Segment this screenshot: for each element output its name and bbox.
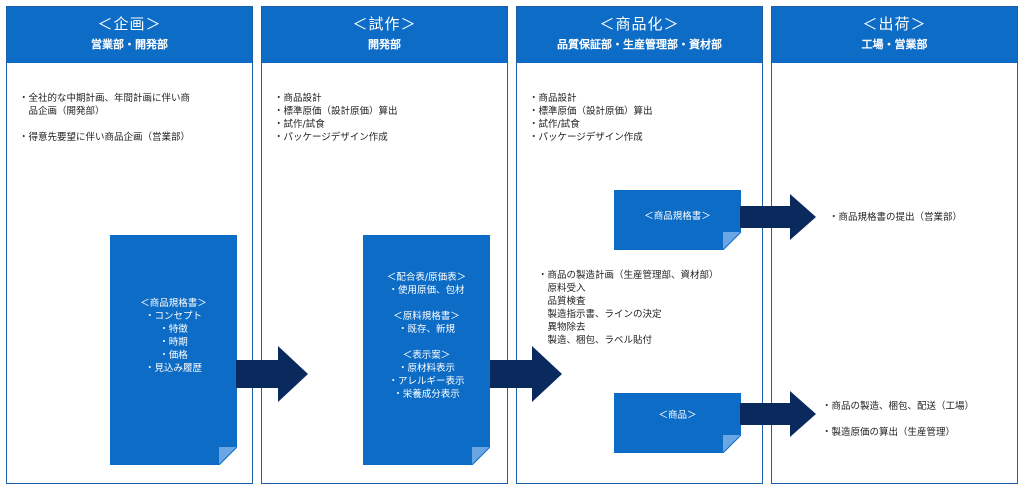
doc-trial-sheets: ＜配合表/原価表＞ ・使用原価、包材 ＜原料規格書＞ ・既存、新規 ＜表示案＞ … [363,235,490,465]
arrow-trial-to-commercialization-icon [490,346,562,402]
column-header-trial: ＜試作＞ 開発部 [262,7,507,63]
doc-fold-icon [472,447,490,465]
doc-product-spec-planning: ＜商品規格書＞ ・コンセプト ・特徴 ・時期 ・価格 ・見込み履歴 [110,235,237,465]
arrow-planning-to-trial-icon [236,346,308,402]
shipping-spec-submit-text: ・商品規格書の提出（営業部） [829,212,963,223]
doc-fold-icon [723,435,741,453]
column-shipping: ＜出荷＞ 工場・営業部 [771,6,1018,484]
shipping-manufacture-text: ・商品の製造、梱包、配送（工場） ・製造原価の算出（生産管理） [822,401,975,438]
doc-fold-icon [723,232,741,250]
commercialization-process-text: ・商品の製造計画（生産管理部、資材部） 原料受入 品質検査 製造指示書、ラインの… [538,270,719,346]
doc-fold-icon [219,447,237,465]
doc-text: ＜配合表/原価表＞ ・使用原価、包材 ＜原料規格書＞ ・既存、新規 ＜表示案＞ … [386,272,467,400]
column-title: ＜商品化＞ [599,15,680,33]
column-title: ＜企画＞ [97,15,162,33]
arrow-spec-to-shipping-icon [740,194,816,240]
commercialization-bullets: ・商品設計 ・標準原価（設計原価）算出 ・試作/試食 ・パッケージデザイン作成 [529,93,653,143]
column-subtitle: 営業部・開発部 [91,38,168,51]
planning-bullets: ・全社的な中期計画、年間計画に伴い商 品企画（開発部） ・得意先要望に伴い商品企… [19,93,191,143]
column-subtitle: 工場・営業部 [861,38,928,51]
doc-product-spec: ＜商品規格書＞ [614,190,741,250]
doc-text: ＜商品＞ [658,410,697,421]
arrow-product-to-shipping-icon [740,391,816,437]
doc-text: ＜商品規格書＞ [644,211,711,222]
column-title: ＜試作＞ [352,15,417,33]
column-subtitle: 開発部 [368,38,401,51]
doc-product: ＜商品＞ [614,393,741,453]
doc-text: ＜商品規格書＞ ・コンセプト ・特徴 ・時期 ・価格 ・見込み履歴 [140,298,207,374]
column-header-commercialization: ＜商品化＞ 品質保証部・生産管理部・資材部 [517,7,762,63]
trial-bullets: ・商品設計 ・標準原価（設計原価）算出 ・試作/試食 ・パッケージデザイン作成 [274,93,398,143]
column-subtitle: 品質保証部・生産管理部・資材部 [557,38,722,51]
column-title: ＜出荷＞ [862,15,927,33]
column-header-planning: ＜企画＞ 営業部・開発部 [7,7,252,63]
column-header-shipping: ＜出荷＞ 工場・営業部 [772,7,1017,63]
